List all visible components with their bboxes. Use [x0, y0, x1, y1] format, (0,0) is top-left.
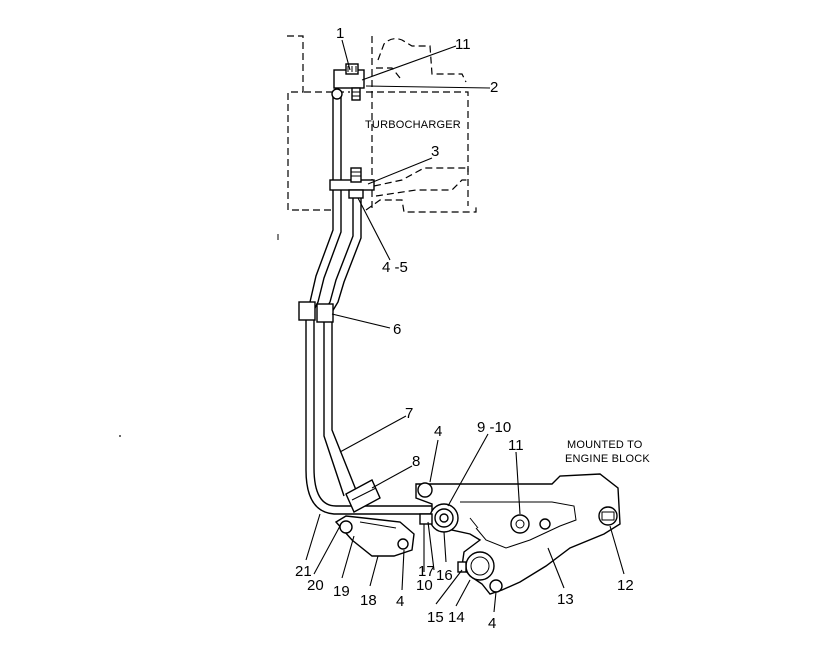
- drain-flange: [334, 515, 415, 557]
- oil-drain-tube: [323, 186, 362, 497]
- union-fitting: [419, 503, 459, 533]
- callout-14: 14: [448, 609, 465, 626]
- mounted-label-line2: ENGINE BLOCK: [565, 453, 650, 465]
- callout-21: 21: [295, 563, 312, 580]
- leader-lines: [305, 39, 625, 613]
- callout-4-bottom: 4: [488, 615, 496, 632]
- turbocharger-label: TURBOCHARGER: [365, 119, 461, 131]
- callout-9-10: 9 -10: [477, 419, 511, 436]
- top-fitting: [331, 63, 365, 101]
- callout-10: 10: [416, 577, 433, 594]
- turbo-drain-fitting: [329, 167, 375, 199]
- callout-16: 16: [436, 567, 453, 584]
- callout-1: 1: [336, 25, 344, 42]
- callout-11-bracket: 11: [508, 437, 524, 454]
- callout-11: 11: [455, 36, 471, 53]
- callout-17: 17: [418, 563, 435, 580]
- speck: [119, 435, 121, 437]
- callout-4-lower: 4: [396, 593, 404, 610]
- turbocharger-housing: [277, 35, 477, 240]
- callout-2: 2: [490, 79, 498, 96]
- callouts: 1 11 2 3 4 -5 6 7 8 4 9 -10 11 21 20 19 …: [295, 25, 634, 632]
- callout-18: 18: [360, 592, 377, 609]
- callout-3: 3: [431, 143, 439, 160]
- callout-20: 20: [307, 577, 324, 594]
- callout-8: 8: [412, 453, 420, 470]
- tube-connector: [316, 303, 334, 323]
- callout-4-5: 4 -5: [382, 259, 408, 276]
- callout-4: 4: [434, 423, 442, 440]
- oil-supply-tube: [305, 92, 440, 515]
- hose-clamp: [345, 479, 381, 513]
- callout-6: 6: [393, 321, 401, 338]
- callout-7: 7: [405, 405, 413, 422]
- callout-13: 13: [557, 591, 574, 608]
- mounted-label-line1: MOUNTED TO: [567, 439, 643, 451]
- callout-12: 12: [617, 577, 634, 594]
- mounting-bracket: [415, 473, 621, 595]
- callout-19: 19: [333, 583, 350, 600]
- callout-15: 15: [427, 609, 444, 626]
- tube-connector: [298, 301, 316, 321]
